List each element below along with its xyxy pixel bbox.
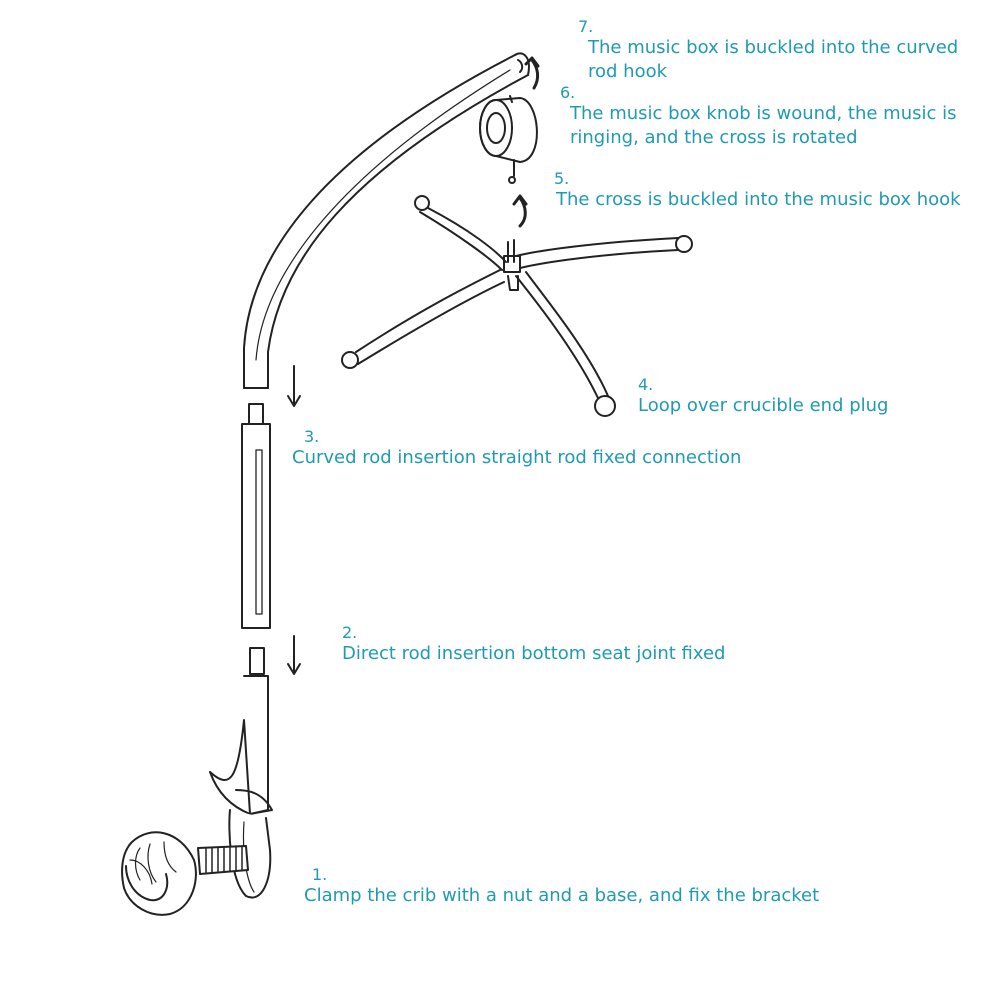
step-text-line: Curved rod insertion straight rod fixed … [292,447,742,468]
step-number: 4. [638,375,654,394]
arrow-down-icon [287,635,301,675]
step-number: 7. [578,17,594,36]
step-number: 6. [560,83,576,102]
music-box [479,95,538,184]
curved-arrow-icon [524,56,540,90]
step-text-line: Clamp the crib with a nut and a base, an… [304,885,820,906]
step-text-line: The music box knob is wound, the music i… [570,103,957,124]
cross-hanger [341,195,693,417]
base-bracket [209,647,273,899]
arrow-down-icon [287,365,301,407]
step-2-label: 2. Direct rod insertion bottom seat join… [342,624,725,666]
step-4-label: 4. Loop over crucible end plug [638,376,888,418]
step-6-label: 6. The music box knob is wound, the musi… [560,84,957,150]
step-number: 1. [312,865,328,884]
step-text-line: rod hook [588,61,668,82]
step-text-line: ringing, and the cross is rotated [570,127,858,148]
knob-nut [121,831,197,916]
step-text-line: Direct rod insertion bottom seat joint f… [342,643,726,664]
step-text-line: Loop over crucible end plug [638,395,889,416]
step-3-label: 3. Curved rod insertion straight rod fix… [292,428,741,470]
curved-rod [243,52,530,389]
step-number: 2. [342,623,358,642]
step-text-line: The music box is buckled into the curved [588,37,959,58]
curved-arrow-icon [512,194,528,228]
threaded-screw [197,845,249,875]
step-text-line: The cross is buckled into the music box … [556,189,961,210]
step-5-label: 5. The cross is buckled into the music b… [554,170,961,212]
straight-rod [241,403,271,629]
step-1-label: 1. Clamp the crib with a nut and a base,… [304,866,819,908]
step-number: 3. [304,427,320,446]
step-number: 5. [554,169,570,188]
step-7-label: 7. The music box is buckled into the cur… [578,18,958,84]
